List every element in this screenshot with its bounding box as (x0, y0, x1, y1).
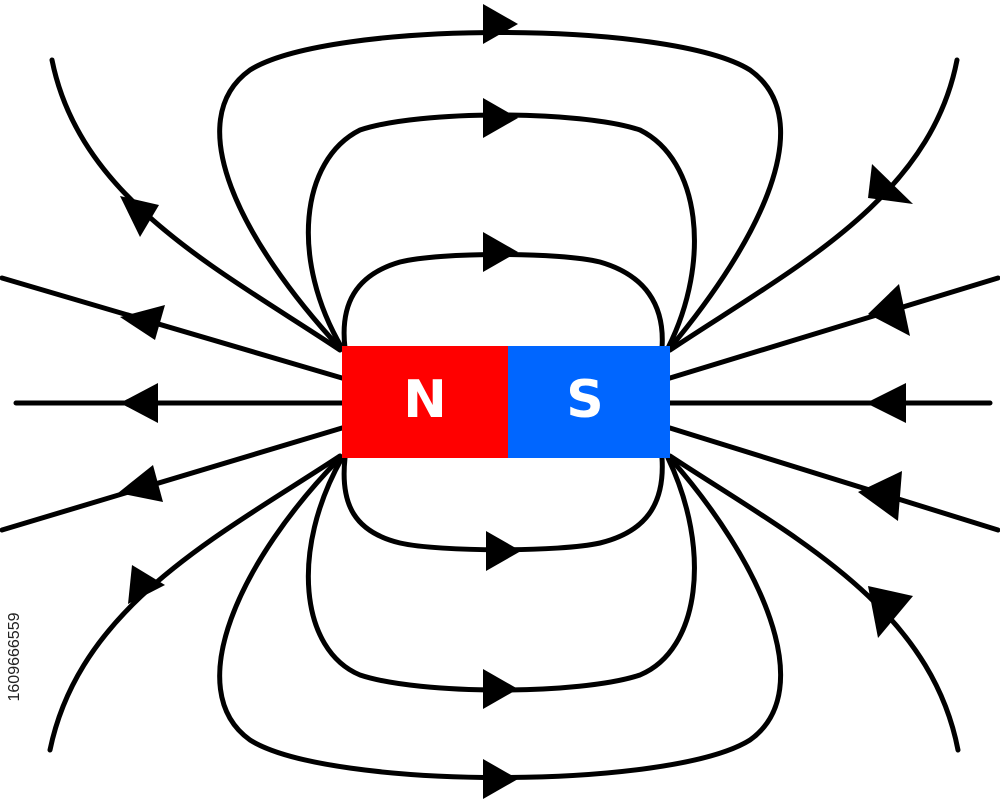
arrowhead-icon (118, 465, 163, 502)
arrowhead-icon (120, 383, 158, 423)
field-loop-top-outer (217, 30, 784, 351)
field-loop-bottom-inner (341, 455, 665, 553)
arrowhead-icon (868, 586, 913, 638)
arrowhead-icon (486, 531, 521, 571)
arrowhead-icon (868, 284, 910, 336)
arrowheads (118, 4, 913, 799)
field-line-n-5 (47, 453, 343, 753)
field-line-n-4 (0, 425, 345, 533)
field-lines-north (0, 57, 345, 753)
north-pole-label: N (403, 370, 447, 430)
field-loop-top-inner (341, 252, 665, 351)
arrowhead-icon (483, 669, 518, 709)
arrowhead-icon (858, 471, 902, 521)
arrowhead-icon (120, 196, 159, 237)
south-pole (508, 346, 670, 458)
field-line-s-1 (667, 57, 960, 353)
arrowhead-icon (483, 232, 518, 272)
arrowhead-icon (483, 759, 518, 799)
field-lines-south (667, 57, 1000, 753)
field-line-n-1 (49, 57, 343, 353)
arrowhead-icon (128, 565, 165, 604)
arrowhead-icon (483, 4, 518, 44)
field-loop-bottom-middle (305, 455, 697, 693)
stock-id-text: 1609666559 (6, 612, 23, 702)
south-pole-label: S (566, 370, 603, 430)
field-loop-top-middle (305, 112, 697, 351)
stock-id-watermark: 1609666559 (2, 557, 28, 757)
arrowhead-icon (120, 305, 165, 340)
arrowhead-icon (483, 98, 518, 138)
field-line-s-5 (667, 453, 961, 753)
field-line-s-2 (667, 275, 1000, 381)
arrowhead-icon (868, 164, 913, 204)
field-loop-bottom-outer (217, 455, 784, 780)
field-line-s-4 (667, 425, 1000, 533)
bar-magnet: N S (342, 346, 670, 458)
north-pole (342, 346, 508, 458)
arrowhead-icon (866, 383, 906, 423)
field-line-n-2 (0, 275, 345, 381)
